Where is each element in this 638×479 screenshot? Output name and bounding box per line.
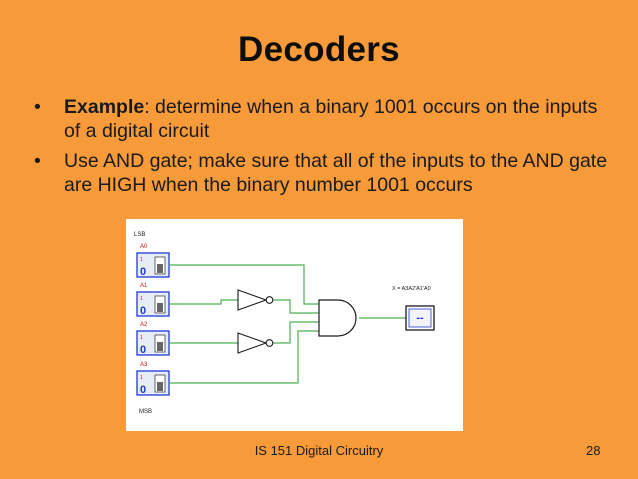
bullet-item: • Use AND gate; make sure that all of th… xyxy=(34,149,614,197)
output-display: -- xyxy=(405,305,435,331)
footer-course: IS 151 Digital Circuitry xyxy=(254,443,384,458)
slide-title: Decoders xyxy=(238,30,400,69)
svg-text:1: 1 xyxy=(140,296,143,302)
input-switch-a2[interactable]: A2 1 0 xyxy=(136,322,170,356)
display-value: -- xyxy=(416,312,424,324)
bullet-bold: Example xyxy=(64,96,145,118)
bullet-dot: • xyxy=(34,150,41,172)
input-label: A3 xyxy=(140,362,148,368)
page-number: 28 xyxy=(586,443,601,458)
lsb-label: LSB xyxy=(134,232,145,238)
circuit-figure: LSB MSB A0 1 0 A1 1 0 A2 1 0 A3 xyxy=(126,219,463,431)
svg-text:1: 1 xyxy=(140,335,143,341)
bullet-item: • Example: determine when a binary 1001 … xyxy=(34,95,614,143)
bullet-text: Use AND gate; make sure that all of the … xyxy=(64,150,608,196)
bullet-list: • Example: determine when a binary 1001 … xyxy=(34,95,614,203)
svg-text:1: 1 xyxy=(140,375,143,381)
not-gate-a1 xyxy=(237,289,274,311)
output-expression: X = A3A2'A1'A0 xyxy=(392,286,431,292)
circuit-wires xyxy=(169,264,406,384)
input-label: A2 xyxy=(140,322,148,328)
input-label: A0 xyxy=(140,244,148,250)
circuit-diagram: LSB MSB A0 1 0 A1 1 0 A2 1 0 A3 xyxy=(134,232,435,415)
input-switch-a0[interactable]: A0 1 0 xyxy=(136,244,170,278)
input-value: 0 xyxy=(140,384,146,396)
input-switch-a1[interactable]: A1 1 0 xyxy=(136,283,170,317)
input-value: 0 xyxy=(140,344,146,356)
svg-text:1: 1 xyxy=(140,257,143,263)
and-gate xyxy=(318,299,357,337)
input-label: A1 xyxy=(140,283,148,289)
input-value: 0 xyxy=(140,266,146,278)
bullet-dot: • xyxy=(34,96,41,118)
input-switch-a3[interactable]: A3 1 0 xyxy=(136,362,170,396)
bullet-text: : determine when a binary 1001 occurs on… xyxy=(64,96,598,142)
msb-label: MSB xyxy=(139,409,152,415)
input-value: 0 xyxy=(140,305,146,317)
not-gate-a2 xyxy=(237,332,274,354)
